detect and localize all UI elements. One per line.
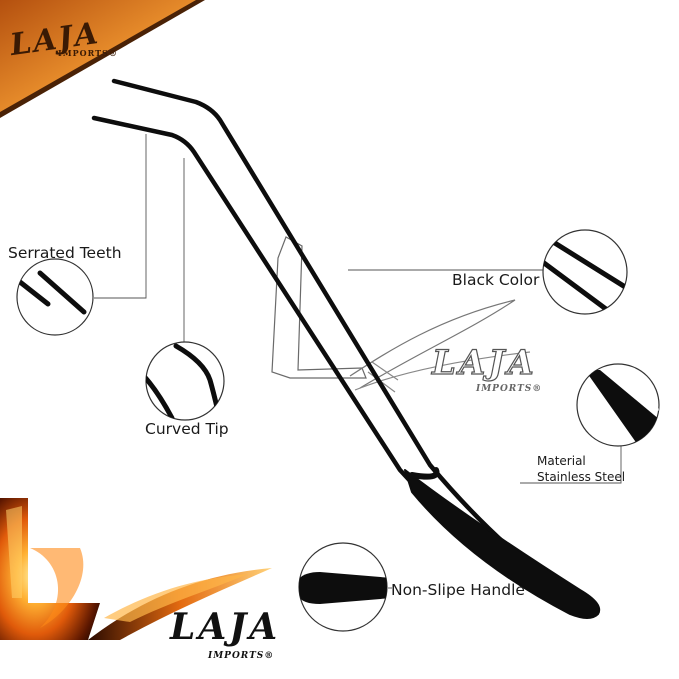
flame-swoosh	[0, 498, 272, 640]
curved-tip-label: Curved Tip	[145, 420, 229, 438]
magnifier-handle	[298, 542, 388, 632]
bottom-logo-name: LAJA	[170, 606, 281, 648]
magnifier-material	[576, 363, 660, 447]
black-color-label: Black Color	[452, 271, 540, 289]
material-label: Material	[537, 454, 586, 468]
corner-banner	[0, 0, 205, 118]
serrated-teeth-label: Serrated Teeth	[8, 244, 122, 262]
tweezer-illustration	[91, 78, 601, 619]
material-value-label: Stainless Steel	[537, 470, 626, 484]
watermark-logo-sub: IMPORTS®	[476, 384, 543, 394]
handle-label: Non-Slipe Handle	[391, 581, 525, 599]
watermark-logo-name: LAJA	[431, 342, 537, 383]
magnifier-curved	[145, 341, 225, 421]
magnifier-serrated	[16, 258, 94, 336]
bottom-logo-sub: IMPORTS®	[208, 651, 275, 661]
magnifier-black	[542, 229, 628, 315]
corner-logo-sub: IMPORTS®	[58, 48, 118, 58]
